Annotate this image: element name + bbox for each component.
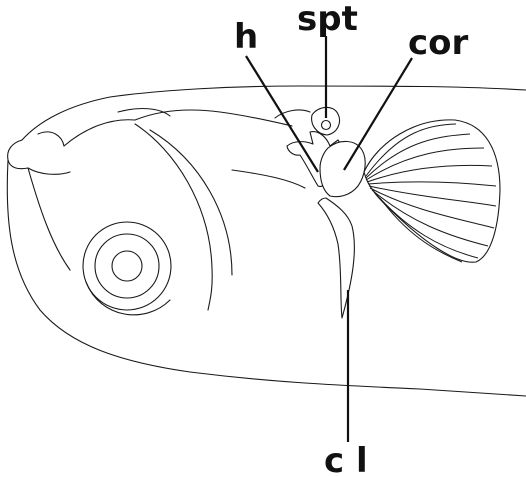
leader-lines [246,36,412,442]
pectoral-fin [364,120,500,262]
head-bones [64,109,310,310]
eye [83,222,171,315]
coracoid-bone [320,141,365,196]
label-spt: spt [297,0,358,39]
body-outline [7,86,526,396]
label-cl: c l [324,441,368,477]
pectoral-fin-outline [364,120,500,262]
label-h: h [234,17,258,57]
leader-line-h [246,56,318,172]
label-cor: cor [408,23,469,63]
leader-line-cor [344,58,412,170]
